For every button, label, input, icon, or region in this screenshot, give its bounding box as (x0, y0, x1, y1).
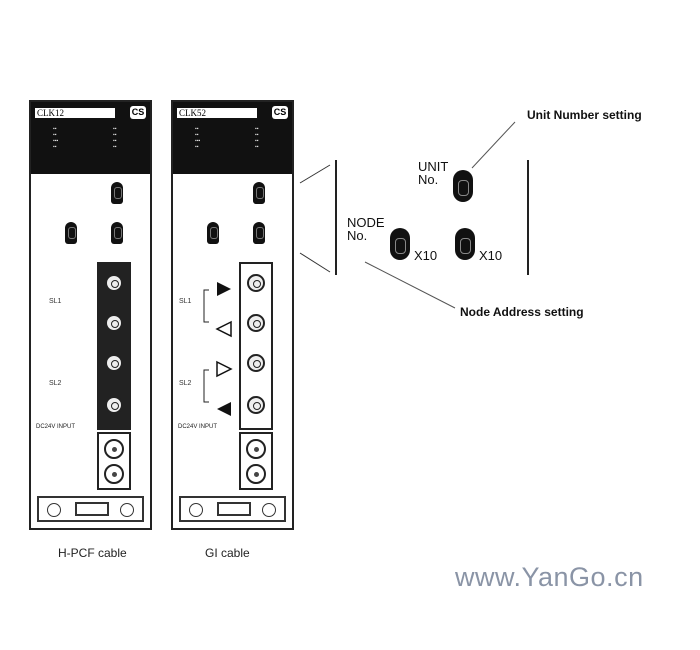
caption-hpcf: H-PCF cable (58, 546, 127, 560)
optical-port[interactable] (247, 396, 265, 414)
unit-no-label: UNIT No. (418, 159, 449, 187)
zoom-line (299, 252, 331, 273)
brand-logo: CS (272, 106, 288, 119)
mounting-slot (217, 502, 251, 516)
optical-port[interactable] (105, 274, 123, 292)
model-label: CLK12 (35, 108, 115, 118)
rx-arrow-icon (215, 320, 232, 338)
optical-port[interactable] (105, 314, 123, 332)
unit-rotary-switch[interactable] (111, 182, 123, 204)
node-x10-knob[interactable] (390, 228, 410, 260)
terminal-screw[interactable] (104, 464, 124, 484)
module-clk12: CLK12 CS ▪▪▪▪▪▪▪▪▪ ▪▪▪▪▪▪▪▪ SL1 SL2 DC24… (29, 100, 152, 530)
mounting-screw (262, 503, 276, 517)
unit-number-knob[interactable] (453, 170, 473, 202)
optical-port[interactable] (105, 354, 123, 372)
node-rotary-switch[interactable] (253, 222, 265, 244)
power-label: DC24V INPUT (36, 424, 76, 430)
module-header: CLK52 CS ▪▪▪▪▪▪▪▪▪ ▪▪▪▪▪▪▪▪ (173, 102, 292, 174)
sl2-label: SL2 (179, 380, 192, 387)
zoom-line (299, 164, 331, 184)
unit-leader-line (471, 121, 516, 169)
model-label: CLK52 (177, 108, 257, 118)
sl1-label: SL1 (179, 298, 192, 305)
mounting-screw (47, 503, 61, 517)
unit-number-callout: Unit Number setting (527, 108, 642, 122)
node-leader-line (364, 261, 456, 309)
terminal-screw[interactable] (104, 439, 124, 459)
led-labels-left: ▪▪▪▪▪▪▪▪▪ (53, 126, 59, 150)
rx-arrow-icon (217, 402, 231, 416)
node-x1-knob[interactable] (455, 228, 475, 260)
mode-rotary-switch[interactable] (65, 222, 77, 244)
tx-arrow-icon (217, 282, 231, 296)
optical-port[interactable] (105, 396, 123, 414)
watermark: www.YanGo.cn (455, 562, 644, 592)
power-label: DC24V INPUT (178, 424, 218, 430)
module-clk52: CLK52 CS ▪▪▪▪▪▪▪▪▪ ▪▪▪▪▪▪▪▪ SL1 SL2 DC24… (171, 100, 294, 530)
optical-port[interactable] (247, 274, 265, 292)
direction-arrows (203, 282, 233, 416)
unit-rotary-switch[interactable] (253, 182, 265, 204)
optical-port[interactable] (247, 354, 265, 372)
sl1-label: SL1 (49, 298, 62, 305)
terminal-screw[interactable] (246, 439, 266, 459)
optical-port-block (239, 262, 273, 430)
led-labels-right: ▪▪▪▪▪▪▪▪ (255, 126, 259, 150)
mounting-slot (75, 502, 109, 516)
power-terminal-block (97, 432, 131, 490)
module-foot (179, 496, 286, 522)
terminal-screw[interactable] (246, 464, 266, 484)
module-foot (37, 496, 144, 522)
led-labels-left: ▪▪▪▪▪▪▪▪▪ (195, 126, 201, 150)
mode-rotary-switch[interactable] (207, 222, 219, 244)
sl2-label: SL2 (49, 380, 62, 387)
brand-logo: CS (130, 106, 146, 119)
power-terminal-block (239, 432, 273, 490)
node-no-label: NODE No. (347, 215, 385, 243)
bracket-icon (203, 369, 209, 403)
node-address-callout: Node Address setting (460, 305, 584, 319)
switch-detail-panel (335, 160, 529, 275)
bracket-icon (203, 289, 209, 323)
caption-gi: GI cable (205, 546, 250, 560)
x1-multiplier-label: X10 (479, 248, 503, 263)
node-rotary-switch[interactable] (111, 222, 123, 244)
led-labels-right: ▪▪▪▪▪▪▪▪ (113, 126, 117, 150)
module-header: CLK12 CS ▪▪▪▪▪▪▪▪▪ ▪▪▪▪▪▪▪▪ (31, 102, 150, 174)
optical-port[interactable] (247, 314, 265, 332)
mounting-screw (120, 503, 134, 517)
optical-port-block (97, 262, 131, 430)
x10-multiplier-label: X10 (414, 248, 438, 263)
mounting-screw (189, 503, 203, 517)
tx-arrow-icon (216, 360, 233, 378)
